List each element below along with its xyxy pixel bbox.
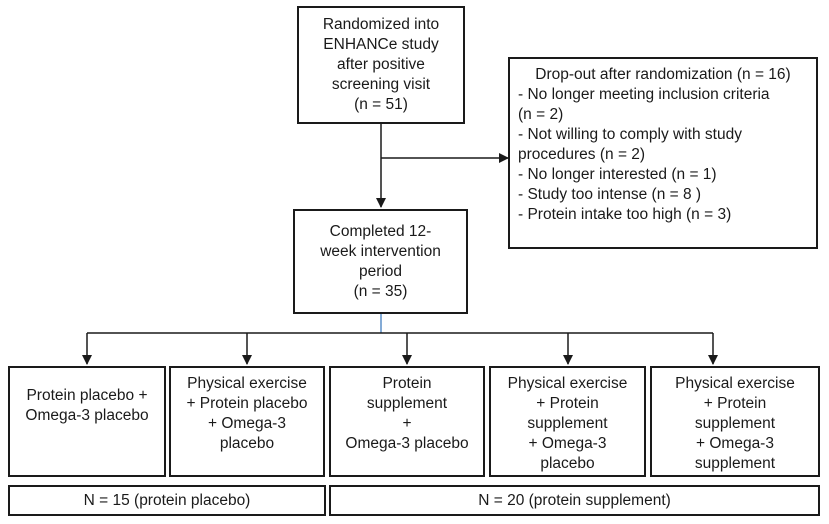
arm-2-line: placebo	[219, 435, 275, 452]
arm-5-line: supplement	[694, 415, 776, 432]
arm-5-line: Physical exercise	[675, 375, 795, 392]
arm-2-line: + Protein placebo	[186, 395, 308, 412]
arm-5-line: supplement	[694, 455, 776, 472]
dropout-reason: - Protein intake too high (n = 3)	[518, 206, 732, 223]
randomized-count: (n = 51)	[354, 96, 408, 113]
dropout-title: Drop-out after randomization (n = 16)	[535, 66, 791, 83]
total-placebo-box: N = 15 (protein placebo)	[8, 485, 326, 516]
dropout-reason: - Not willing to comply with study	[518, 126, 742, 143]
arm-3-line: +	[402, 415, 412, 432]
completed-count: (n = 35)	[353, 282, 408, 300]
arm-1-line: Omega-3 placebo	[25, 407, 149, 424]
arm-box-3: Protein supplement + Omega-3 placebo	[329, 366, 485, 477]
arm-3-line: Omega-3 placebo	[345, 435, 469, 452]
dropout-reason: procedures (n = 2)	[518, 146, 646, 163]
arm-3-line: Protein	[382, 375, 432, 392]
arm-4-line: Physical exercise	[507, 375, 628, 392]
arm-4-line: + Protein	[536, 395, 599, 412]
arm-box-5: Physical exercise + Protein supplement +…	[650, 366, 820, 477]
arm-4-line: placebo	[540, 455, 595, 472]
randomized-line: after positive	[337, 56, 425, 73]
randomized-line: Randomized into	[322, 16, 440, 33]
arm-4-line: + Omega-3	[528, 435, 607, 452]
arm-4-line: supplement	[527, 415, 608, 432]
total-placebo-label: N = 15 (protein placebo)	[83, 491, 251, 509]
randomized-line: screening visit	[331, 76, 431, 93]
completed-box: Completed 12- week intervention period (…	[293, 209, 468, 314]
dropout-reason: - No longer interested (n = 1)	[518, 166, 717, 183]
randomized-line: ENHANCe study	[323, 36, 439, 53]
arm-box-4: Physical exercise + Protein supplement +…	[489, 366, 646, 477]
dropout-reason: - No longer meeting inclusion criteria	[518, 86, 770, 103]
arm-5-line: + Omega-3	[696, 435, 774, 452]
arm-2-line: Physical exercise	[187, 375, 307, 392]
completed-line: Completed 12-	[329, 222, 432, 240]
arm-1-line: Protein placebo +	[26, 387, 148, 404]
arm-2-line: + Omega-3	[208, 415, 286, 432]
completed-line: week intervention	[320, 242, 441, 260]
randomized-box: Randomized into ENHANCe study after posi…	[297, 6, 465, 124]
arm-box-2: Physical exercise + Protein placebo + Om…	[169, 366, 325, 477]
arm-5-line: + Protein	[703, 395, 767, 412]
dropout-reason: (n = 2)	[518, 106, 564, 123]
total-supplement-box: N = 20 (protein supplement)	[329, 485, 820, 516]
completed-line: period	[358, 262, 403, 280]
dropout-reason: - Study too intense (n = 8 )	[518, 186, 702, 203]
dropout-box: Drop-out after randomization (n = 16) - …	[508, 57, 818, 249]
arm-3-line: supplement	[366, 395, 448, 412]
total-supplement-label: N = 20 (protein supplement)	[478, 491, 671, 509]
arm-box-1: Protein placebo + Omega-3 placebo	[8, 366, 166, 477]
